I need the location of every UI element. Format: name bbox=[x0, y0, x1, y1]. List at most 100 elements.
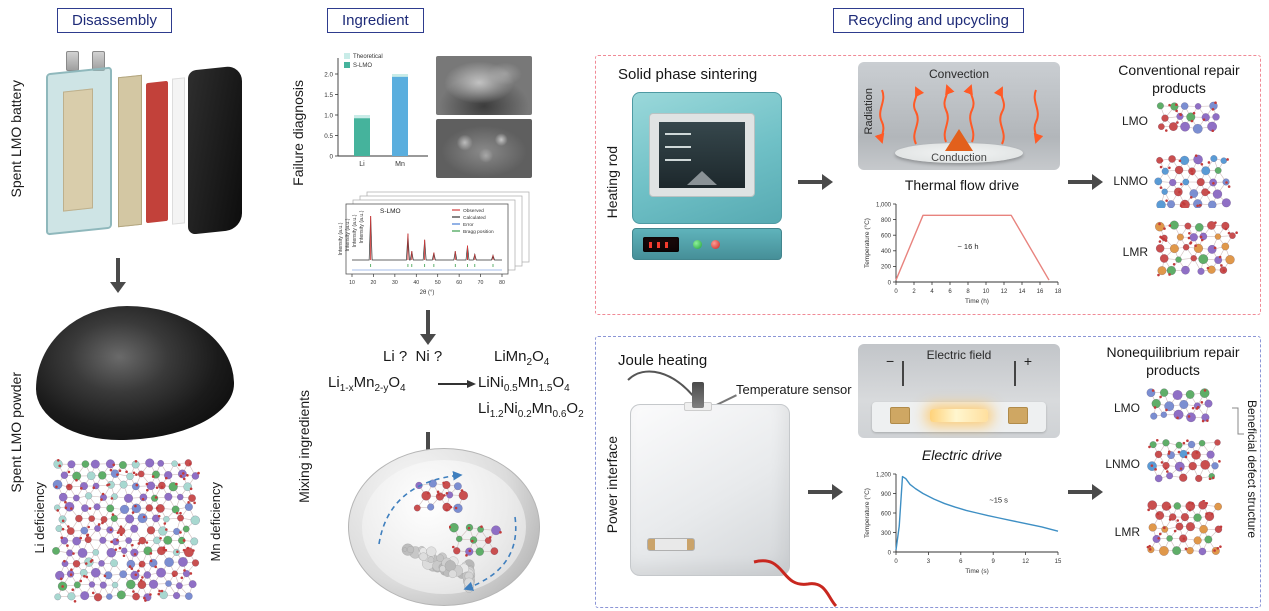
formula-lnmo: LiNi0.5Mn1.5O4 bbox=[478, 374, 570, 394]
header-recycling: Recycling and upcycling bbox=[833, 8, 1024, 33]
svg-text:600: 600 bbox=[881, 511, 892, 517]
svg-text:16: 16 bbox=[1037, 289, 1044, 295]
svg-text:Intensity (a.u.): Intensity (a.u.) bbox=[352, 214, 358, 247]
arrow-shaft bbox=[116, 258, 120, 282]
thermal-flow-drive-title: Thermal flow drive bbox=[904, 177, 1020, 193]
svg-text:30: 30 bbox=[392, 280, 398, 286]
battery-layer-separator bbox=[146, 80, 168, 224]
lmr-crystal bbox=[1146, 500, 1223, 556]
svg-text:400: 400 bbox=[881, 249, 892, 255]
svg-text:1,000: 1,000 bbox=[876, 202, 892, 208]
svg-text:20: 20 bbox=[371, 280, 377, 286]
start-button bbox=[693, 240, 702, 249]
svg-text:1,200: 1,200 bbox=[876, 472, 892, 478]
svg-text:Bragg position: Bragg position bbox=[463, 229, 494, 235]
temperature-sensor-probe bbox=[692, 382, 704, 408]
product-label: LMR bbox=[1114, 525, 1140, 539]
svg-text:14: 14 bbox=[1019, 289, 1026, 295]
svg-text:0: 0 bbox=[894, 289, 898, 295]
electric-drive-title: Electric drive bbox=[921, 447, 1003, 463]
sem-image-1 bbox=[436, 56, 532, 115]
heat-transfer-inset: Convection Radiation Conduction bbox=[858, 62, 1060, 170]
svg-text:0.5: 0.5 bbox=[324, 133, 333, 140]
svg-text:15: 15 bbox=[1055, 559, 1062, 565]
heat-flow-arrows bbox=[874, 84, 1044, 145]
lnmo-crystal bbox=[1147, 439, 1221, 483]
stop-button bbox=[711, 240, 720, 249]
svg-text:Intensity (a.u.): Intensity (a.u.) bbox=[359, 210, 365, 243]
svg-text:Temperature (°C): Temperature (°C) bbox=[863, 218, 871, 268]
power-interface-label: Power interface bbox=[604, 436, 620, 534]
svg-text:300: 300 bbox=[881, 531, 892, 537]
svg-text:80: 80 bbox=[499, 280, 505, 286]
product-label: LMO bbox=[1113, 401, 1140, 415]
arrow-head bbox=[1092, 484, 1103, 500]
arrow-shaft bbox=[808, 490, 832, 494]
joule-furnace-body bbox=[630, 404, 790, 576]
svg-text:Time (h): Time (h) bbox=[965, 298, 989, 305]
svg-text:0: 0 bbox=[888, 550, 892, 556]
joule-heating-title: Joule heating bbox=[618, 352, 708, 369]
svg-text:18: 18 bbox=[1055, 289, 1062, 295]
product-label: LMO bbox=[1121, 114, 1148, 128]
svg-text:Error: Error bbox=[463, 222, 474, 228]
svg-text:Calculated: Calculated bbox=[463, 215, 486, 221]
joule-heating-panel bbox=[595, 336, 1261, 608]
electric-field-inset: Electric field − + bbox=[858, 344, 1060, 438]
svg-text:2.0: 2.0 bbox=[324, 71, 333, 78]
svg-text:0: 0 bbox=[894, 559, 898, 565]
defect-bracket-line bbox=[1232, 407, 1244, 435]
bowl-crystal-1 bbox=[413, 479, 469, 513]
svg-text:70: 70 bbox=[478, 280, 484, 286]
svg-text:1.5: 1.5 bbox=[324, 92, 333, 99]
nonequilibrium-products-list: LMO LNMO LMR bbox=[1100, 388, 1226, 564]
powder-pile bbox=[686, 171, 717, 185]
battery-terminal bbox=[66, 51, 79, 71]
spent-battery-label: Spent LMO battery bbox=[8, 80, 24, 198]
product-row-lmr: LMR bbox=[1100, 500, 1226, 564]
temperature-sensor-label: Temperature sensor bbox=[736, 382, 852, 397]
svg-text:Intensity (a.u.): Intensity (a.u.) bbox=[338, 222, 344, 255]
sem-image-2 bbox=[436, 119, 532, 178]
mn-deficiency-label: Mn deficiency bbox=[208, 482, 223, 562]
svg-text:6: 6 bbox=[959, 559, 963, 565]
arrow-head bbox=[420, 334, 436, 345]
glowing-sample bbox=[930, 409, 988, 422]
electrode-wire-left bbox=[902, 361, 904, 386]
mixing-ingredients-label: Mixing ingredients bbox=[296, 390, 312, 503]
arrow-shaft bbox=[798, 180, 822, 184]
svg-text:4: 4 bbox=[930, 289, 934, 295]
furnace-door-frame bbox=[649, 113, 755, 197]
spent-lmo-crystal-structure bbox=[52, 458, 201, 603]
reaction-arrow bbox=[438, 379, 476, 388]
svg-text:600: 600 bbox=[881, 234, 892, 240]
flow-arrow-battery-to-powder bbox=[110, 258, 126, 293]
battery-layer-electrode bbox=[63, 88, 93, 212]
lnmo-crystal bbox=[1154, 154, 1231, 208]
svg-text:S-LMO: S-LMO bbox=[353, 63, 372, 69]
crucible-dish bbox=[895, 143, 1023, 163]
svg-text:Temperature (°C): Temperature (°C) bbox=[863, 488, 871, 538]
svg-text:1.0: 1.0 bbox=[324, 112, 333, 119]
minus-electrode-sign: − bbox=[886, 353, 895, 369]
solid-phase-title: Solid phase sintering bbox=[618, 66, 758, 83]
arrow-head bbox=[822, 174, 833, 190]
svg-text:900: 900 bbox=[881, 492, 892, 498]
svg-text:Observed: Observed bbox=[463, 208, 484, 214]
product-row-lmo: LMO bbox=[1100, 388, 1216, 428]
svg-text:800: 800 bbox=[881, 218, 892, 224]
svg-text:12: 12 bbox=[1001, 289, 1008, 295]
mixing-direction-arrows bbox=[378, 471, 517, 591]
nonequilibrium-products-title: Nonequilibrium repair products bbox=[1106, 344, 1240, 378]
product-row-lnmo: LNMO bbox=[1100, 438, 1222, 490]
heating-rod-element bbox=[665, 133, 691, 135]
battery-layer-foil bbox=[118, 74, 142, 228]
svg-text:9: 9 bbox=[992, 559, 996, 565]
svg-text:3: 3 bbox=[927, 559, 931, 565]
svg-text:50: 50 bbox=[435, 280, 441, 286]
flow-arrow-furnace-to-chart bbox=[798, 174, 833, 190]
svg-text:0: 0 bbox=[329, 153, 333, 160]
